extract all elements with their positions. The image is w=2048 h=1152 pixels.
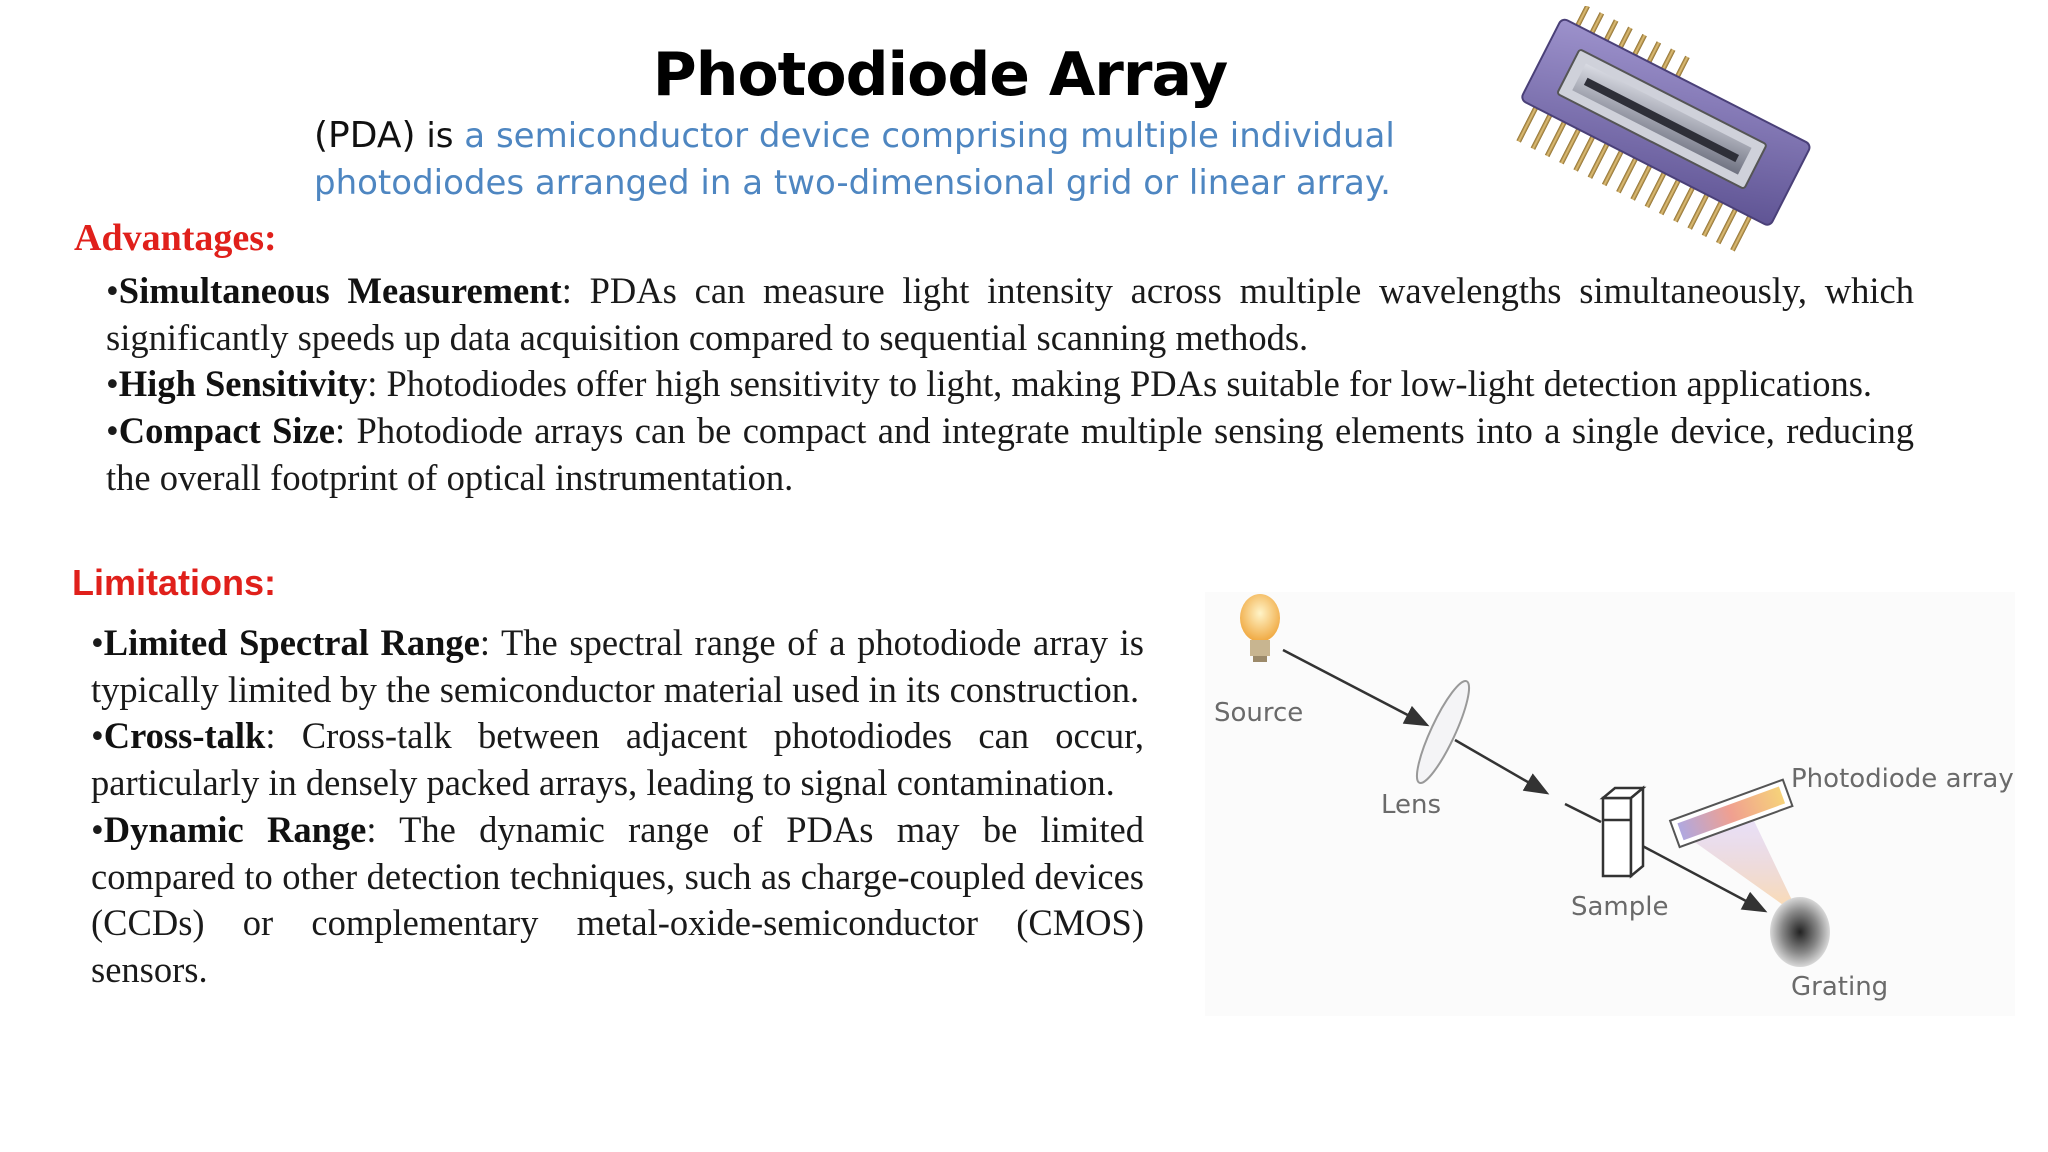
intro-abbreviation: (PDA): [314, 115, 416, 156]
light-bulb-icon: [1240, 594, 1280, 662]
advantage-term: Simultaneous Measurement: [118, 270, 562, 311]
limitation-term: Limited Spectral Range: [103, 622, 480, 663]
diagram-label-grating: Grating: [1791, 972, 1889, 1002]
limitation-text: : The spectral range of a photodiode arr…: [91, 622, 1144, 710]
pda-optical-diagram: Source Lens Sample Photodiode array Grat…: [1205, 592, 2015, 1016]
intro-is: is: [415, 116, 465, 156]
photodiode-array-icon: [1668, 778, 1794, 849]
advantages-heading: Advantages:: [74, 217, 277, 259]
limitation-text: : Cross-talk between adjacent photodiode…: [91, 715, 1144, 804]
intro-definition: a semiconductor device comprising multip…: [314, 116, 1395, 203]
advantage-term: High Sensitivity: [118, 363, 368, 405]
list-item: •Simultaneous Measurement: PDAs can meas…: [106, 270, 1915, 358]
diagram-label-photodiode-array: Photodiode array: [1791, 764, 2014, 794]
advantage-text: : PDAs can measure light intensity acros…: [106, 270, 1915, 358]
diagram-label-sample: Sample: [1571, 892, 1669, 922]
sample-cuvette-icon: [1599, 785, 1647, 879]
limitations-heading: Limitations:: [72, 562, 276, 603]
advantage-text: : Photodiodes offer high sensitivity to …: [367, 363, 1873, 405]
diagram-label-source: Source: [1214, 698, 1304, 728]
list-item: •Dynamic Range: The dynamic range of PDA…: [91, 808, 1144, 990]
slide-title: Photodiode Array: [652, 40, 1228, 110]
list-item: •Limited Spectral Range: The spectral ra…: [91, 622, 1144, 710]
advantages-list: •Simultaneous Measurement: PDAs can meas…: [106, 268, 1914, 502]
photodiode-chip-image: [1500, 4, 1830, 256]
limitation-term: Dynamic Range: [103, 808, 367, 850]
intro-text: (PDA) is a semiconductor device comprisi…: [314, 112, 1534, 207]
advantage-text: : Photodiode arrays can be compact and i…: [106, 410, 1914, 498]
list-item: •Cross-talk: Cross-talk between adjacent…: [91, 715, 1144, 804]
advantage-term: Compact Size: [118, 410, 335, 452]
list-item: •Compact Size: Photodiode arrays can be …: [106, 410, 1914, 498]
limitations-list: •Limited Spectral Range: The spectral ra…: [91, 620, 1144, 994]
lens-icon: [1415, 679, 1471, 785]
diagram-label-lens: Lens: [1381, 790, 1442, 820]
limitation-term: Cross-talk: [103, 715, 266, 757]
grating-icon: [1770, 897, 1830, 967]
list-item: •High Sensitivity: Photodiodes offer hig…: [106, 363, 1873, 405]
limitation-text: : The dynamic range of PDAs may be limit…: [91, 808, 1144, 990]
